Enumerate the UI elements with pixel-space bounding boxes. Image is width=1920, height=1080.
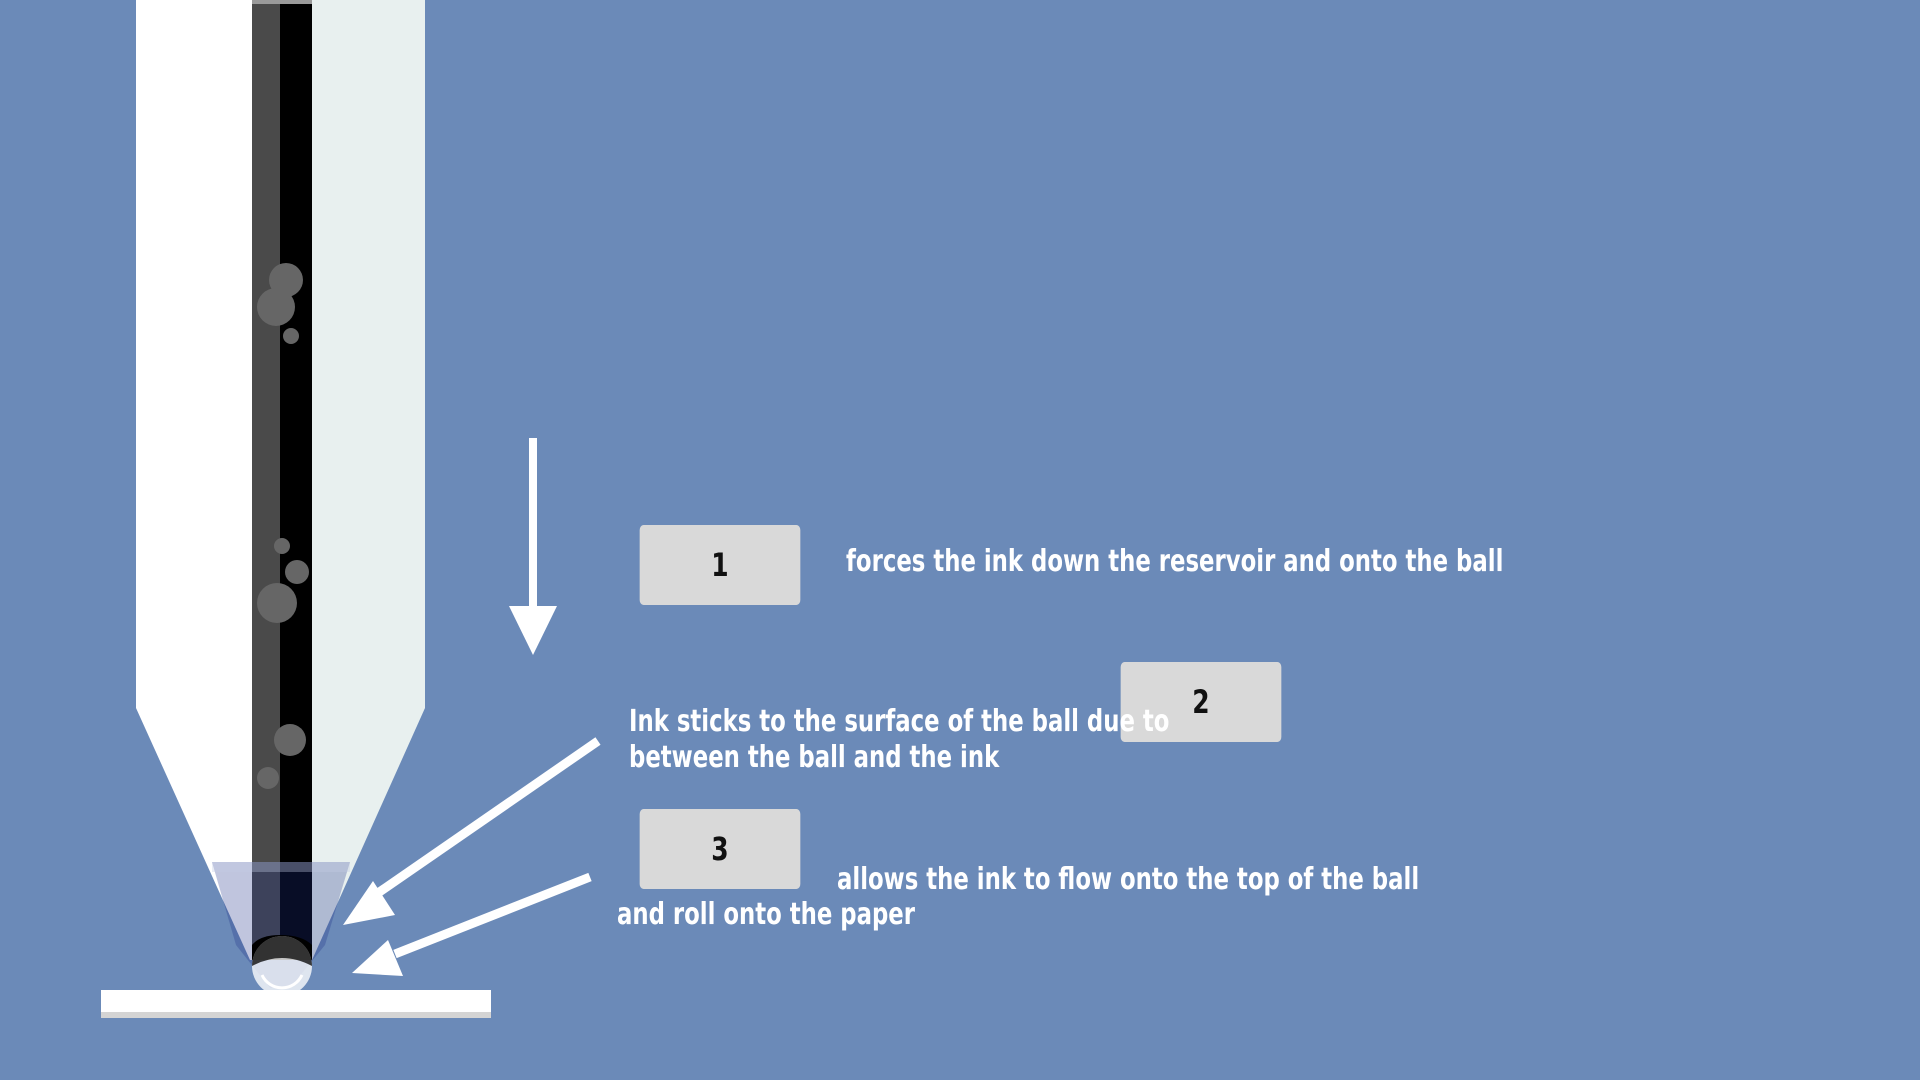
pen-barrel-left — [136, 0, 280, 960]
answer-box-1[interactable]: 1 — [639, 525, 801, 605]
ink-bubble — [274, 538, 290, 554]
ink-bubble — [257, 767, 279, 789]
ink-bubble — [257, 288, 295, 326]
ball-highlight — [260, 974, 304, 990]
reservoir-top-edge — [252, 0, 312, 4]
answer-box-3[interactable]: 3 — [639, 809, 801, 889]
ink-bubble — [283, 328, 299, 344]
answer-box-1-label: 1 — [711, 546, 729, 584]
ball-ink-coating — [252, 936, 312, 966]
answer-box-3-label: 3 — [711, 830, 729, 868]
gravity-caption: forces the ink down the reservoir and on… — [846, 544, 1504, 579]
answer-box-2-label: 2 — [1192, 683, 1210, 721]
pen-barrel-right — [280, 0, 425, 960]
arrow-pointer-icon — [343, 737, 601, 925]
arrow-pointer-icon — [352, 872, 592, 976]
reservoir-left — [252, 0, 280, 955]
reservoir-right — [280, 0, 312, 955]
adhesion-caption-line1: Ink sticks to the surface of the ball du… — [629, 704, 1170, 739]
paper-shadow — [101, 1012, 491, 1018]
rotation-caption-line2: and roll onto the paper — [617, 897, 916, 932]
tip-socket — [212, 862, 350, 988]
rotation-caption-line1: allows the ink to flow onto the top of t… — [837, 862, 1420, 897]
tip-socket-band — [212, 862, 350, 872]
answer-box-2[interactable]: 2 — [1120, 662, 1282, 742]
adhesion-caption-line2: between the ball and the ink — [629, 740, 1000, 775]
arrow-down-icon — [509, 438, 557, 655]
paper — [101, 990, 491, 1012]
ink-bubble — [274, 724, 306, 756]
ink-bubble — [285, 560, 309, 584]
ink-bubble — [257, 583, 297, 623]
